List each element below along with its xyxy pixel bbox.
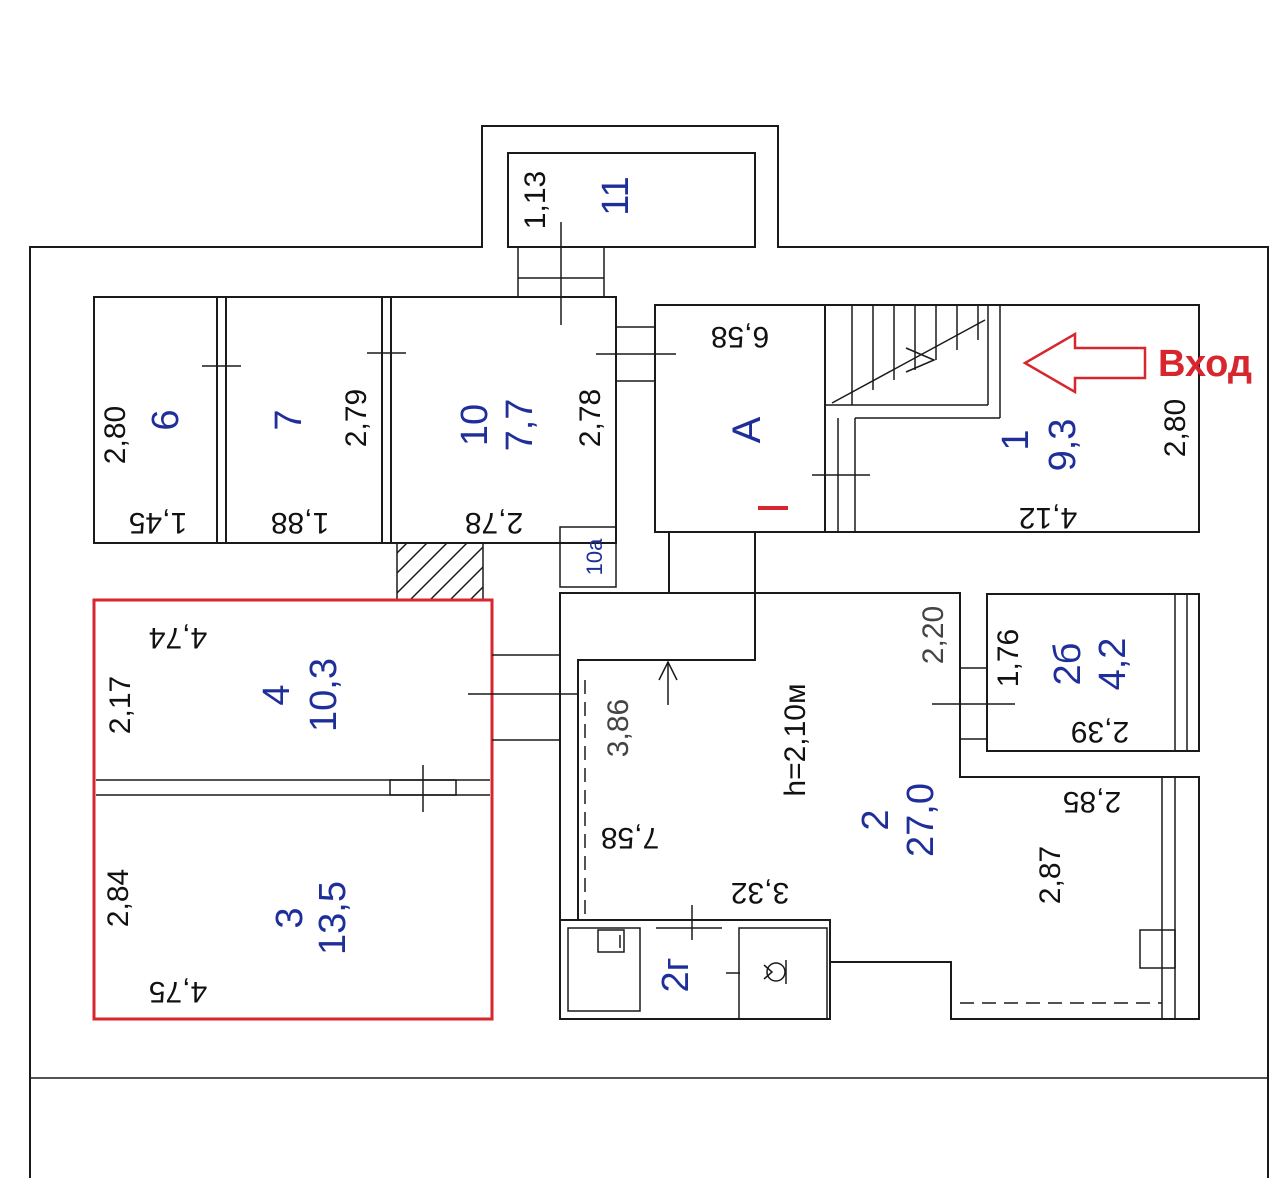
dim-room-2-corner: 3,32 xyxy=(731,876,789,909)
rooms-6-7-10 xyxy=(93,296,617,601)
room-2-number: 2 xyxy=(855,809,897,830)
dim-room-2-right-length: 2,87 xyxy=(1034,846,1067,904)
room-2b-area: 4,2 xyxy=(1092,638,1134,691)
room-11 xyxy=(507,152,756,325)
room-10-number: 10 xyxy=(454,404,496,446)
room-3-area: 13,5 xyxy=(312,881,354,955)
room-10a-number: 10а xyxy=(582,538,607,575)
dim-room-3-length: 2,84 xyxy=(102,869,135,927)
dim-room-2-right-width: 2,85 xyxy=(1063,785,1121,818)
room-6-number: 6 xyxy=(145,409,187,430)
dim-room-2b-width: 2,39 xyxy=(1071,715,1129,748)
dim-room-1-width: 4,12 xyxy=(1019,501,1077,534)
dim-room-4-length: 2,17 xyxy=(104,676,137,734)
entry-label: Вход xyxy=(1158,343,1252,385)
rooms-4-3 xyxy=(92,598,578,1021)
room-1-area: 9,3 xyxy=(1042,419,1084,472)
dim-room-3-width: 4,75 xyxy=(149,975,207,1008)
dim-room-2-length: 7,58 xyxy=(601,821,659,854)
dim-room-2-top: 2,20 xyxy=(917,606,950,664)
room-1-number: 1 xyxy=(995,429,1037,450)
entry-arrow-icon xyxy=(1022,331,1147,395)
room-2g-number: 2г xyxy=(655,958,697,993)
room-2 xyxy=(559,592,1200,1020)
dim-room-10-width: 2,78 xyxy=(465,506,523,539)
room-3-number: 3 xyxy=(269,907,311,928)
building-outline xyxy=(29,125,1269,1178)
dim-room-6-width: 1,45 xyxy=(129,506,187,539)
room-4-area: 10,3 xyxy=(303,658,345,732)
dim-room-1-length: 2,80 xyxy=(1159,399,1192,457)
room-1 xyxy=(812,304,1200,533)
room-a xyxy=(596,304,826,593)
dim-room-7-width: 1,88 xyxy=(271,506,329,539)
dim-room-7-length: 2,79 xyxy=(340,389,373,447)
room-11-number: 11 xyxy=(595,176,637,215)
room-a-label: А xyxy=(725,416,769,443)
room-2-area: 27,0 xyxy=(900,783,942,857)
dim-room-6-length: 2,80 xyxy=(99,406,132,464)
dim-corridor-width: 3,86 xyxy=(602,699,635,757)
ceiling-height: h=2,10м xyxy=(779,683,812,796)
dim-room-a-length: 6,58 xyxy=(711,320,769,353)
room-10-area: 7,7 xyxy=(499,399,541,452)
room-2g xyxy=(559,905,831,1020)
room-2b xyxy=(932,593,1200,752)
room-7-number: 7 xyxy=(268,409,310,430)
dim-room-2b-length: 1,76 xyxy=(992,629,1025,687)
dim-room-10-length: 2,78 xyxy=(574,389,607,447)
room-4-number: 4 xyxy=(256,684,298,705)
dim-room-4-width: 4,74 xyxy=(149,621,207,654)
dim-room-11-width: 1,13 xyxy=(519,171,552,229)
room-2b-number: 2б xyxy=(1047,643,1089,686)
